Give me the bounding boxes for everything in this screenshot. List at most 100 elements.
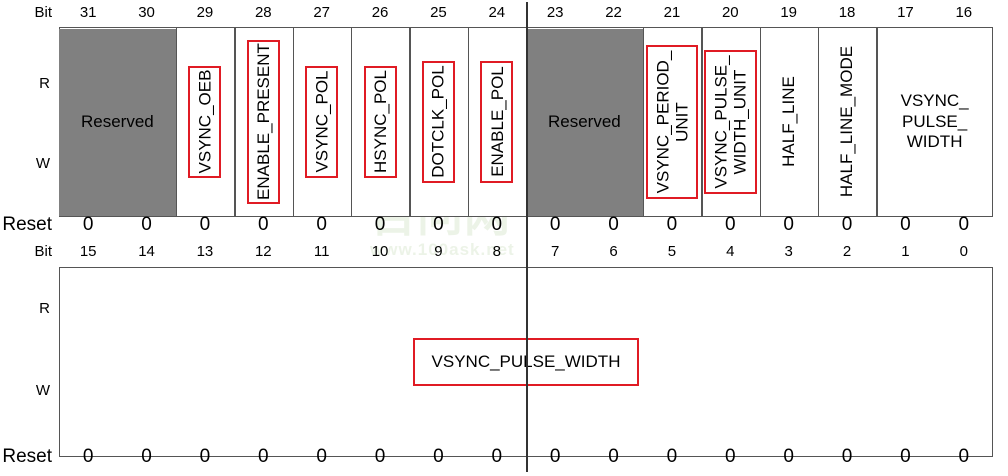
highlight-box-enable-pol — [480, 61, 514, 183]
bit-number-25: 25 — [430, 4, 447, 21]
reset-value-bit-8: 0 — [491, 446, 503, 467]
field-divider — [234, 27, 236, 217]
bit-number-26: 26 — [371, 4, 389, 21]
reset-value-bit-7: 0 — [549, 446, 561, 467]
bit-number-6: 6 — [609, 243, 618, 260]
bit-number-3: 3 — [784, 243, 793, 260]
reset-value-bit-18: 0 — [841, 214, 853, 235]
bit-number-4: 4 — [726, 243, 735, 260]
reset-value-bit-17: 0 — [900, 214, 911, 235]
highlight-box-enable-present — [246, 39, 280, 205]
bit-number-1: 1 — [901, 243, 910, 260]
bit-number-30: 30 — [138, 4, 155, 21]
bit-number-8: 8 — [492, 243, 501, 260]
field-divider — [642, 27, 645, 217]
reset-value-bit-9: 0 — [433, 446, 444, 467]
bit-number-13: 13 — [196, 243, 214, 260]
field-divider — [467, 27, 470, 217]
reset-value-bit-22: 0 — [608, 214, 619, 235]
field-reserved-31-30: Reserved — [59, 28, 176, 216]
highlight-box-vsync-period-unit — [645, 45, 699, 199]
row-label-bit-low: Bit — [34, 243, 52, 260]
field-label: HALF_LINE_MODE — [837, 46, 857, 198]
row-label-read-high: R — [39, 75, 50, 92]
bit-number-19: 19 — [780, 4, 798, 21]
bit-number-10: 10 — [371, 243, 389, 260]
reset-value-bit-27: 0 — [316, 214, 327, 235]
reset-value-bit-13: 0 — [199, 446, 211, 467]
field-divider — [759, 27, 761, 217]
reset-value-bit-2: 0 — [841, 446, 853, 467]
reset-value-bit-19: 0 — [783, 214, 794, 235]
bit-number-28: 28 — [254, 4, 272, 21]
reset-value-bit-30: 0 — [141, 214, 152, 235]
reset-value-bit-0: 0 — [958, 446, 970, 467]
bit-number-27: 27 — [313, 4, 331, 21]
row-label-reset-low: Reset — [2, 446, 52, 467]
field-divider — [701, 27, 703, 217]
field-half-line-mode: HALF_LINE_MODE — [818, 29, 876, 216]
reset-value-bit-21: 0 — [666, 214, 678, 235]
reset-value-bit-4: 0 — [725, 446, 736, 467]
field-divider — [409, 27, 411, 217]
reset-value-bit-3: 0 — [783, 446, 794, 467]
reset-value-bit-25: 0 — [433, 214, 444, 235]
bit-number-21: 21 — [663, 4, 681, 21]
field-divider — [292, 27, 294, 217]
reset-value-bit-6: 0 — [608, 446, 619, 467]
field-vsync-pulse-width: VSYNC_ PULSE_ WIDTH — [876, 29, 993, 216]
reset-value-bit-29: 0 — [199, 214, 211, 235]
field-label: Reserved — [80, 112, 154, 131]
reset-value-bit-26: 0 — [374, 214, 386, 235]
field-half-line: HALF_LINE — [760, 29, 818, 216]
reset-value-bit-15: 0 — [82, 446, 94, 467]
bit-number-23: 23 — [546, 4, 564, 21]
bit-number-7: 7 — [551, 243, 560, 260]
highlight-box-vsync-pol — [305, 66, 339, 178]
bit-number-16: 16 — [955, 4, 973, 21]
reset-value-bit-31: 0 — [82, 214, 94, 235]
bit-number-31: 31 — [79, 4, 97, 21]
row-label-reset-high: Reset — [2, 214, 52, 235]
reset-value-bit-14: 0 — [141, 446, 152, 467]
row-label-bit-high: Bit — [34, 4, 52, 21]
bit-number-14: 14 — [138, 243, 155, 260]
highlight-box-dotclk-pol — [421, 61, 455, 183]
reset-value-bit-23: 0 — [549, 214, 561, 235]
field-reserved-23-22: Reserved — [526, 28, 643, 216]
bit-number-5: 5 — [667, 243, 677, 260]
highlight-box-vsync-pulse-width — [412, 338, 640, 386]
bit-number-20: 20 — [721, 4, 739, 21]
bit-number-18: 18 — [838, 4, 856, 21]
row-label-write-low: W — [35, 382, 50, 399]
bit-number-29: 29 — [196, 4, 214, 21]
highlight-box-hsync-pol — [363, 66, 397, 178]
field-label: Reserved — [547, 112, 621, 131]
field-label: VSYNC_ PULSE_ WIDTH — [900, 90, 969, 152]
halfword-divider — [526, 2, 528, 262]
reset-value-bit-20: 0 — [725, 214, 736, 235]
row-label-read-low: R — [39, 300, 50, 317]
bit-number-22: 22 — [605, 4, 622, 21]
reset-value-bit-12: 0 — [258, 446, 269, 467]
reset-value-bit-1: 0 — [900, 446, 911, 467]
reset-value-bit-10: 0 — [374, 446, 386, 467]
reset-value-bit-24: 0 — [491, 214, 503, 235]
field-divider — [876, 27, 878, 217]
reset-value-bit-11: 0 — [316, 446, 327, 467]
field-divider — [175, 27, 178, 217]
halfword-divider — [526, 240, 528, 472]
reset-value-bit-16: 0 — [958, 214, 970, 235]
reset-value-bit-5: 0 — [666, 446, 678, 467]
field-label: HALF_LINE — [779, 76, 799, 168]
bit-number-11: 11 — [313, 243, 330, 260]
bit-number-17: 17 — [897, 4, 914, 21]
highlight-box-vsync-pulse-width-unit — [704, 50, 757, 194]
reset-value-bit-28: 0 — [258, 214, 269, 235]
bit-number-15: 15 — [79, 243, 97, 260]
bit-number-2: 2 — [842, 243, 852, 260]
row-label-write-high: W — [35, 155, 50, 172]
bit-number-12: 12 — [254, 243, 272, 260]
bit-number-0: 0 — [959, 243, 968, 260]
